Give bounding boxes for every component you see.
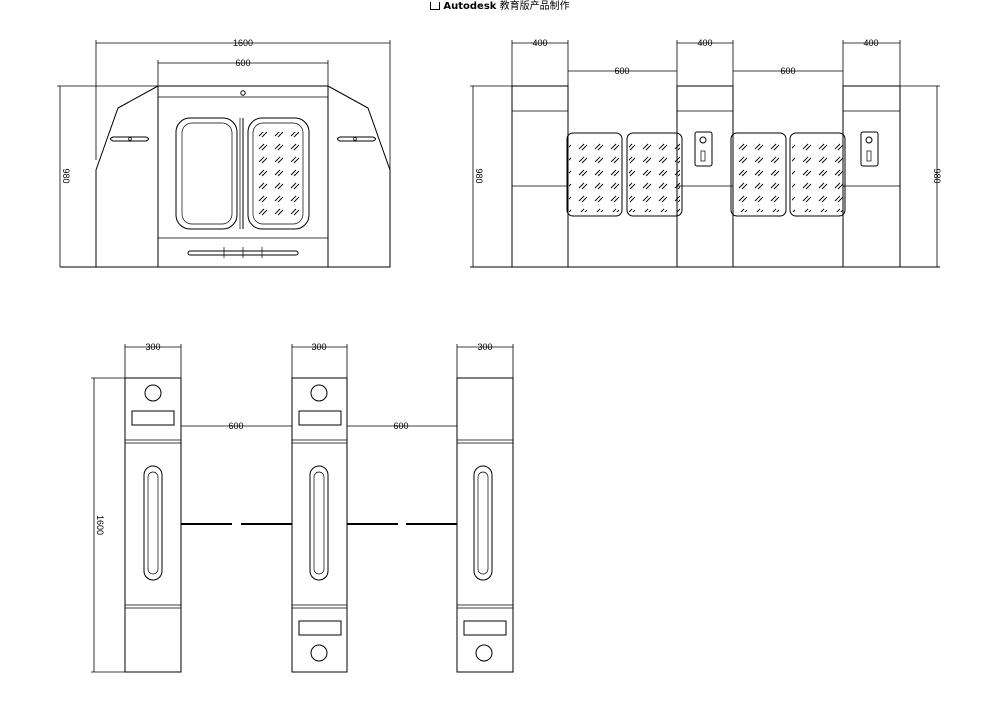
side-post-1: [511, 85, 569, 268]
top-dim-gap-1-label: 600: [228, 421, 243, 431]
side-post-2: [676, 85, 734, 268]
top-post-2-sensor-bottom-icon: [310, 644, 328, 662]
top-post-3-sensor-icon: [475, 644, 493, 662]
front-top-knob-icon: [240, 90, 246, 96]
side-reader-2-sensor-icon: [865, 136, 873, 144]
top-post-2-slot: [309, 465, 329, 581]
top-dim-post-1-label: 300: [145, 342, 160, 352]
top-dim-post-2-label: 300: [311, 342, 326, 352]
top-post-1: [124, 377, 182, 673]
autodesk-logo-icon: [430, 2, 441, 10]
top-post-1-display: [131, 410, 175, 426]
watermark-suffix: 教育版产品制作: [499, 1, 570, 12]
top-post-2-display-bottom: [298, 620, 342, 636]
side-dim-gap-1-label: 600: [614, 66, 629, 76]
side-reader-1-sensor-icon: [699, 136, 707, 144]
top-dim-length-label: 1600: [95, 515, 105, 535]
top-post-1-slot: [143, 465, 163, 581]
front-left-handle: [110, 136, 149, 142]
front-left-wing: [95, 85, 159, 268]
top-post-1-sensor-icon: [144, 384, 162, 402]
front-view: 1600 600 980: [57, 38, 391, 268]
side-dim-post-1-label: 400: [532, 38, 547, 48]
side-card-reader-2: [860, 131, 879, 167]
top-post-2: [291, 377, 348, 673]
top-post-3-display: [463, 620, 507, 636]
front-dim-height-label: 980: [61, 168, 71, 183]
front-dim-total-label: 1600: [233, 38, 253, 48]
side-card-reader-1: [694, 131, 713, 167]
side-dim-height-right-label: 980: [932, 168, 942, 183]
side-dim-gap-2-label: 600: [780, 66, 795, 76]
autodesk-watermark: Autodesk 教育版产品制作: [0, 0, 1000, 14]
top-view: 300 300 300 600 600 1600: [91, 342, 514, 673]
front-dim-center-label: 600: [235, 58, 250, 68]
top-post-2-display-top: [298, 410, 342, 426]
top-post-3: [456, 377, 514, 673]
front-right-wing: [327, 85, 391, 268]
top-post-3-slot: [473, 465, 493, 581]
side-dim-height-left-label: 980: [474, 168, 484, 183]
front-right-handle: [337, 136, 376, 142]
side-dim-post-2-label: 400: [697, 38, 712, 48]
top-post-2-sensor-top-icon: [310, 384, 328, 402]
side-view: 400 400 400 600 600 980 980: [470, 38, 942, 268]
side-dim-post-3-label: 400: [863, 38, 878, 48]
watermark-brand: Autodesk: [443, 1, 497, 12]
front-left-glass: [175, 117, 238, 230]
front-glass-hatching: [254, 132, 302, 218]
side-post-3: [842, 85, 901, 268]
top-dim-gap-2-label: 600: [393, 421, 408, 431]
top-dim-post-3-label: 300: [477, 342, 492, 352]
